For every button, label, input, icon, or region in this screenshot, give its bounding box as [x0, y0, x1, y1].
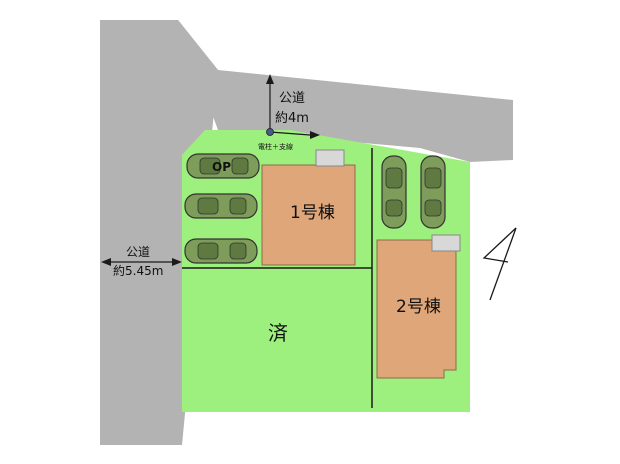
car-icon	[184, 238, 258, 264]
car-icon	[184, 193, 258, 219]
dimension-arrowhead	[266, 74, 274, 84]
road-north	[178, 20, 513, 162]
sold-lot-label: 済	[268, 321, 288, 345]
lot-1-label: 1号棟	[290, 203, 335, 223]
north-arrow-icon	[482, 227, 517, 301]
car-icon	[186, 153, 260, 179]
west-road-label: 公道	[126, 245, 150, 259]
building-1	[261, 164, 356, 266]
utility-pole-icon	[266, 128, 274, 136]
west-road-width: 約5.45m	[113, 263, 163, 278]
pole-guy-line	[269, 131, 311, 136]
car-icon	[420, 155, 446, 229]
dimension-arrowhead	[310, 131, 320, 139]
north-road-width: 約4m	[275, 111, 309, 126]
lot-2-label: 2号棟	[396, 297, 441, 317]
building-2-porch	[431, 234, 461, 252]
parking-option-label: OP	[212, 160, 231, 174]
pole-note: 電柱＋支線	[258, 142, 293, 151]
car-icon	[381, 155, 407, 229]
building-1-porch	[315, 149, 345, 167]
dimension-arrowhead	[172, 258, 182, 266]
north-road-label: 公道	[279, 91, 305, 106]
dimension-arrowhead	[101, 258, 111, 266]
